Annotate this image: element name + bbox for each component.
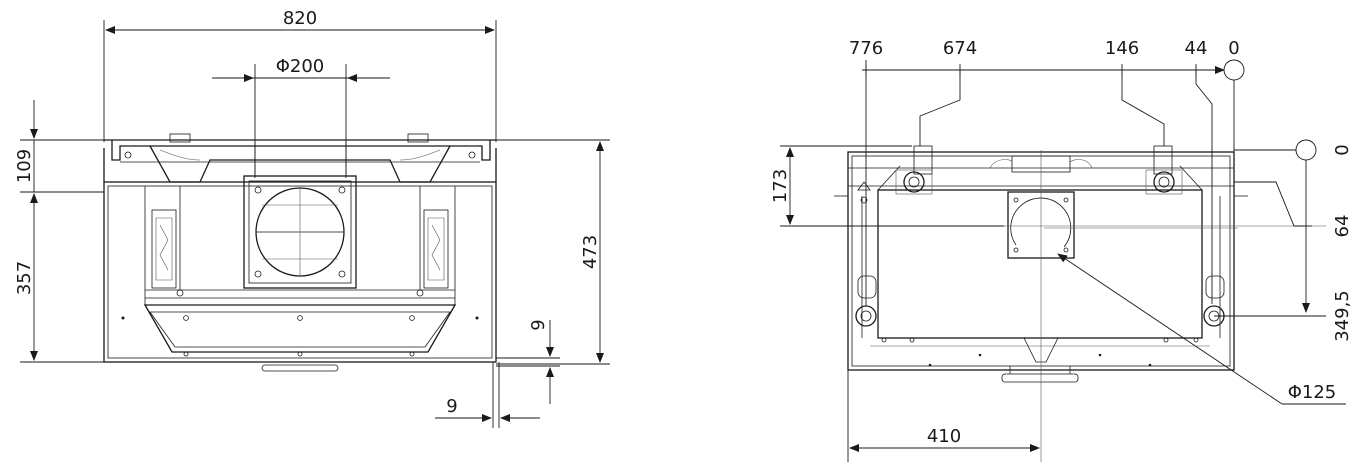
dim-horizontal-offset: 9 (435, 362, 540, 428)
y-label-0: 0 (1332, 144, 1353, 155)
x-label-776: 776 (849, 38, 883, 59)
dim-bottom-410: 410 (847, 370, 1040, 462)
dim-total-height: 473 (496, 139, 610, 365)
dim-duct-diameter: Φ200 (212, 56, 390, 178)
x-label-674: 674 (943, 38, 977, 59)
x-label-146: 146 (1105, 38, 1139, 59)
front-view: 820 Φ200 109 357 473 (14, 8, 610, 428)
y-label-349: 349,5 (1332, 290, 1353, 342)
dim-duct-diameter-label: Φ200 (276, 56, 325, 77)
dim-vertical-offset: 9 (496, 319, 560, 404)
dim-width: 820 (103, 8, 497, 142)
bottom-body (786, 145, 1326, 462)
dim-left-173: 173 (770, 145, 1004, 227)
dim-horizontal-offset-label: 9 (446, 396, 457, 417)
dim-lower-height-label: 357 (14, 261, 35, 295)
dim-vertical-offset-label: 9 (528, 319, 549, 330)
dim-width-center-label: 410 (927, 426, 961, 447)
dim-upper-height-label: 109 (14, 149, 35, 183)
dim-total-height-label: 473 (580, 235, 601, 269)
dim-bottom-duct: Φ125 (1057, 253, 1346, 405)
dim-left-heights: 109 357 (14, 100, 104, 363)
x-label-0: 0 (1228, 38, 1239, 59)
front-body (103, 133, 497, 372)
dim-width-label: 820 (283, 8, 317, 29)
y-label-64: 64 (1332, 215, 1353, 238)
dim-right-chain: 0 64 349,5 (1214, 139, 1353, 342)
dim-left-height-label: 173 (770, 169, 791, 203)
dim-top-chain: 776 674 146 44 0 (849, 38, 1245, 306)
dim-bottom-duct-label: Φ125 (1288, 382, 1337, 403)
x-label-44: 44 (1185, 38, 1208, 59)
bottom-view: 776 674 146 44 0 0 64 349,5 173 (770, 38, 1353, 462)
